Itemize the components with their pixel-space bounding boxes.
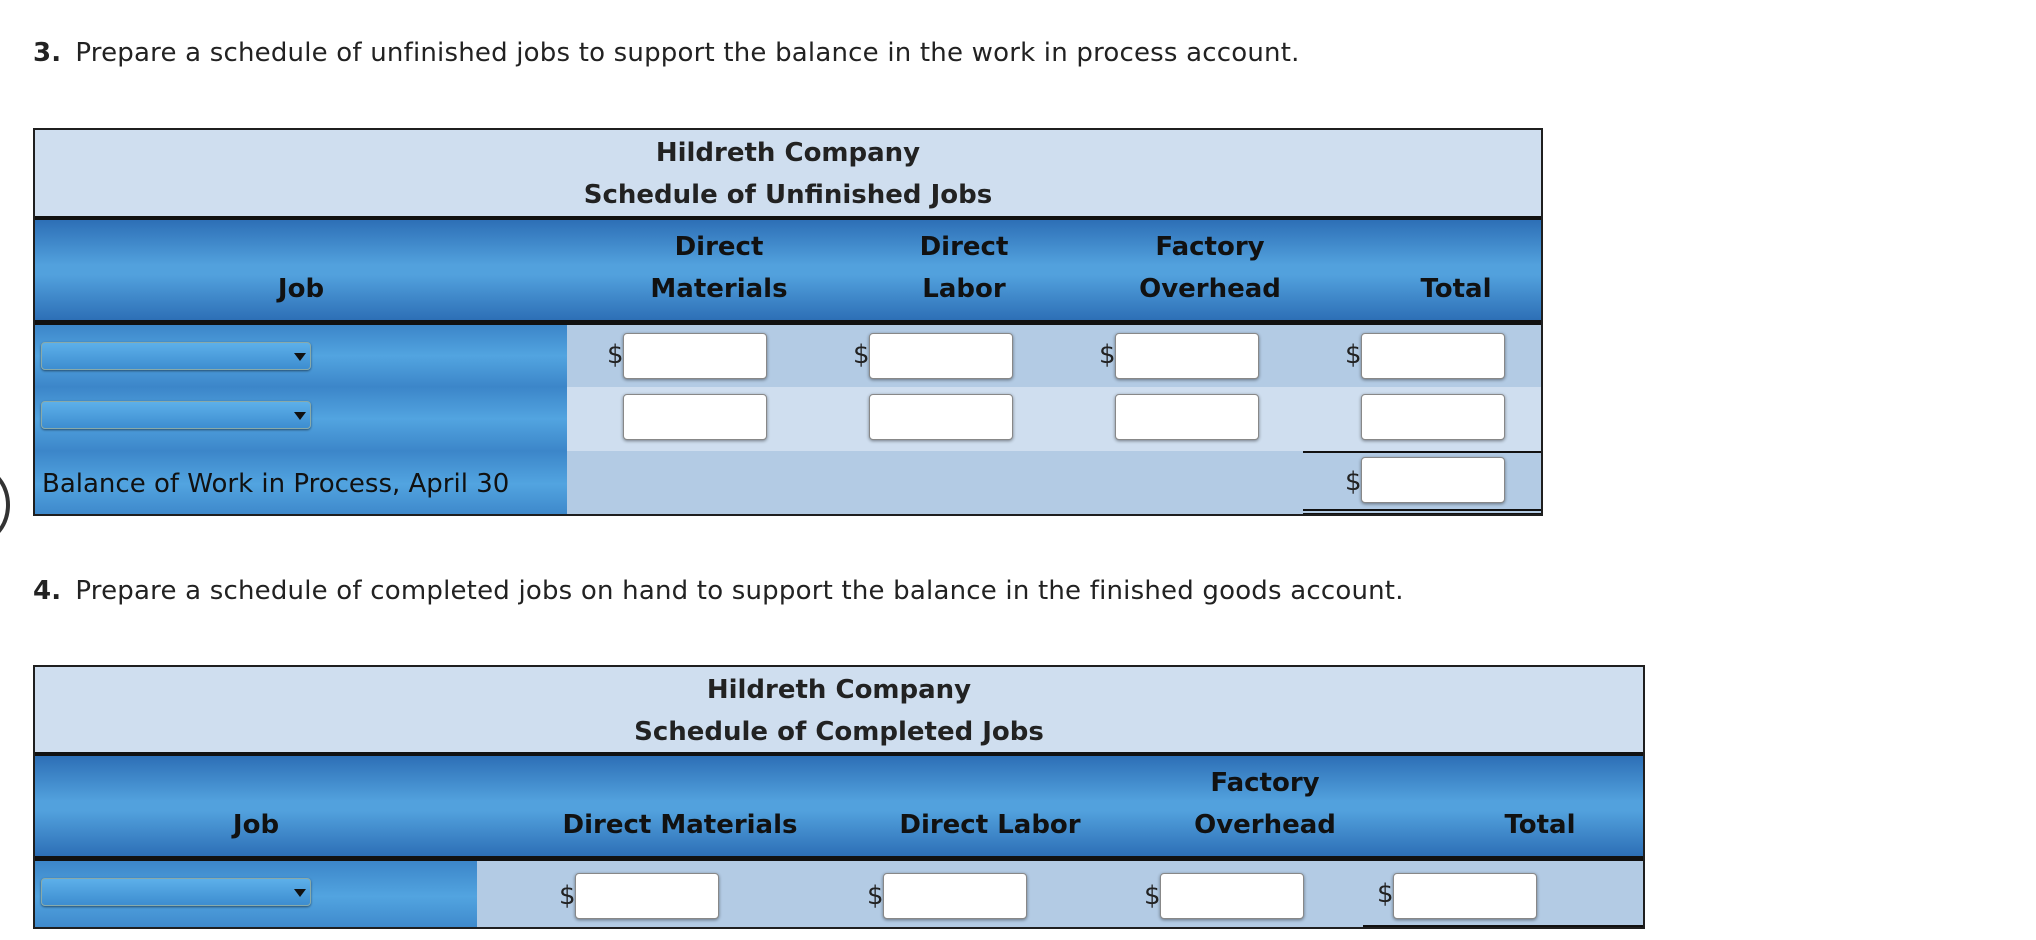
header-direct-labor: Direct Labor bbox=[919, 232, 1009, 304]
table-row: $ $ $ $ bbox=[35, 325, 1541, 387]
balance-label: Balance of Work in Process, April 30 bbox=[42, 469, 510, 499]
job-dropdown[interactable] bbox=[41, 401, 311, 429]
company-name: Hildreth Company bbox=[655, 138, 921, 168]
double-underline bbox=[1303, 513, 1541, 514]
schedule-title: Schedule of Unfinished Jobs bbox=[583, 180, 993, 210]
dollar-sign: $ bbox=[1345, 467, 1362, 497]
dollar-sign: $ bbox=[1345, 340, 1362, 370]
question-number: 4. bbox=[33, 576, 62, 606]
direct-materials-input[interactable] bbox=[623, 394, 767, 440]
column-header-row: Job Direct Materials Direct Labor Factor… bbox=[35, 756, 1643, 861]
table-row bbox=[35, 387, 1541, 451]
company-name: Hildreth Company bbox=[706, 675, 972, 705]
dollar-sign: $ bbox=[607, 340, 624, 370]
header-direct-labor: Direct Labor bbox=[899, 810, 1081, 840]
column-header-row: Job Direct Materials Direct Labor Factor… bbox=[35, 220, 1541, 325]
job-dropdown[interactable] bbox=[41, 342, 311, 370]
direct-labor-input[interactable] bbox=[869, 333, 1013, 379]
double-underline bbox=[1303, 509, 1541, 511]
header-factory-overhead: Factory Overhead bbox=[1139, 232, 1281, 304]
unfinished-jobs-schedule: Hildreth Company Schedule of Unfinished … bbox=[33, 128, 1543, 516]
direct-labor-input[interactable] bbox=[883, 873, 1027, 919]
dollar-sign: $ bbox=[1377, 879, 1394, 909]
schedule-title-block: Hildreth Company Schedule of Completed J… bbox=[35, 667, 1643, 756]
job-cell bbox=[35, 387, 567, 451]
balance-total-input[interactable] bbox=[1361, 457, 1505, 503]
total-rule bbox=[1303, 451, 1541, 453]
total-input[interactable] bbox=[1393, 873, 1537, 919]
direct-labor-input[interactable] bbox=[869, 394, 1013, 440]
header-job: Job bbox=[232, 810, 280, 840]
question-4: 4. Prepare a schedule of completed jobs o… bbox=[33, 576, 1404, 606]
header-direct-materials: Direct Materials bbox=[562, 810, 798, 840]
question-3: 3. Prepare a schedule of unfinished jobs … bbox=[33, 38, 1300, 68]
job-cell bbox=[35, 325, 567, 387]
double-underline bbox=[1363, 925, 1643, 927]
chevron-down-icon bbox=[294, 412, 306, 420]
schedule-title: Schedule of Completed Jobs bbox=[634, 717, 1044, 747]
direct-materials-input[interactable] bbox=[623, 333, 767, 379]
chevron-down-icon bbox=[294, 353, 306, 361]
completed-jobs-schedule: Hildreth Company Schedule of Completed J… bbox=[33, 665, 1645, 929]
header-total: Total bbox=[1504, 810, 1576, 840]
balance-row: Balance of Work in Process, April 30 $ bbox=[35, 451, 1541, 514]
question-text: Prepare a schedule of completed jobs on … bbox=[75, 576, 1404, 606]
job-dropdown[interactable] bbox=[41, 878, 311, 906]
factory-overhead-input[interactable] bbox=[1115, 394, 1259, 440]
question-text: Prepare a schedule of unfinished jobs to… bbox=[75, 38, 1300, 68]
factory-overhead-input[interactable] bbox=[1115, 333, 1259, 379]
dollar-sign: $ bbox=[867, 881, 884, 911]
header-job: Job bbox=[277, 274, 325, 304]
table-row: $ $ $ $ bbox=[35, 861, 1643, 927]
dollar-sign: $ bbox=[853, 340, 870, 370]
dollar-sign: $ bbox=[1099, 340, 1116, 370]
circle-indicator bbox=[0, 468, 10, 542]
header-total: Total bbox=[1420, 274, 1492, 304]
chevron-down-icon bbox=[294, 889, 306, 897]
job-cell bbox=[35, 861, 477, 927]
dollar-sign: $ bbox=[1144, 881, 1161, 911]
schedule-title-block: Hildreth Company Schedule of Unfinished … bbox=[35, 130, 1541, 220]
total-input[interactable] bbox=[1361, 394, 1505, 440]
header-factory-overhead: Factory Overhead bbox=[1194, 768, 1336, 840]
header-direct-materials: Direct Materials bbox=[650, 232, 788, 304]
balance-label-cell: Balance of Work in Process, April 30 bbox=[35, 451, 567, 514]
dollar-sign: $ bbox=[559, 881, 576, 911]
direct-materials-input[interactable] bbox=[575, 873, 719, 919]
factory-overhead-input[interactable] bbox=[1160, 873, 1304, 919]
question-number: 3. bbox=[33, 38, 62, 68]
total-input[interactable] bbox=[1361, 333, 1505, 379]
